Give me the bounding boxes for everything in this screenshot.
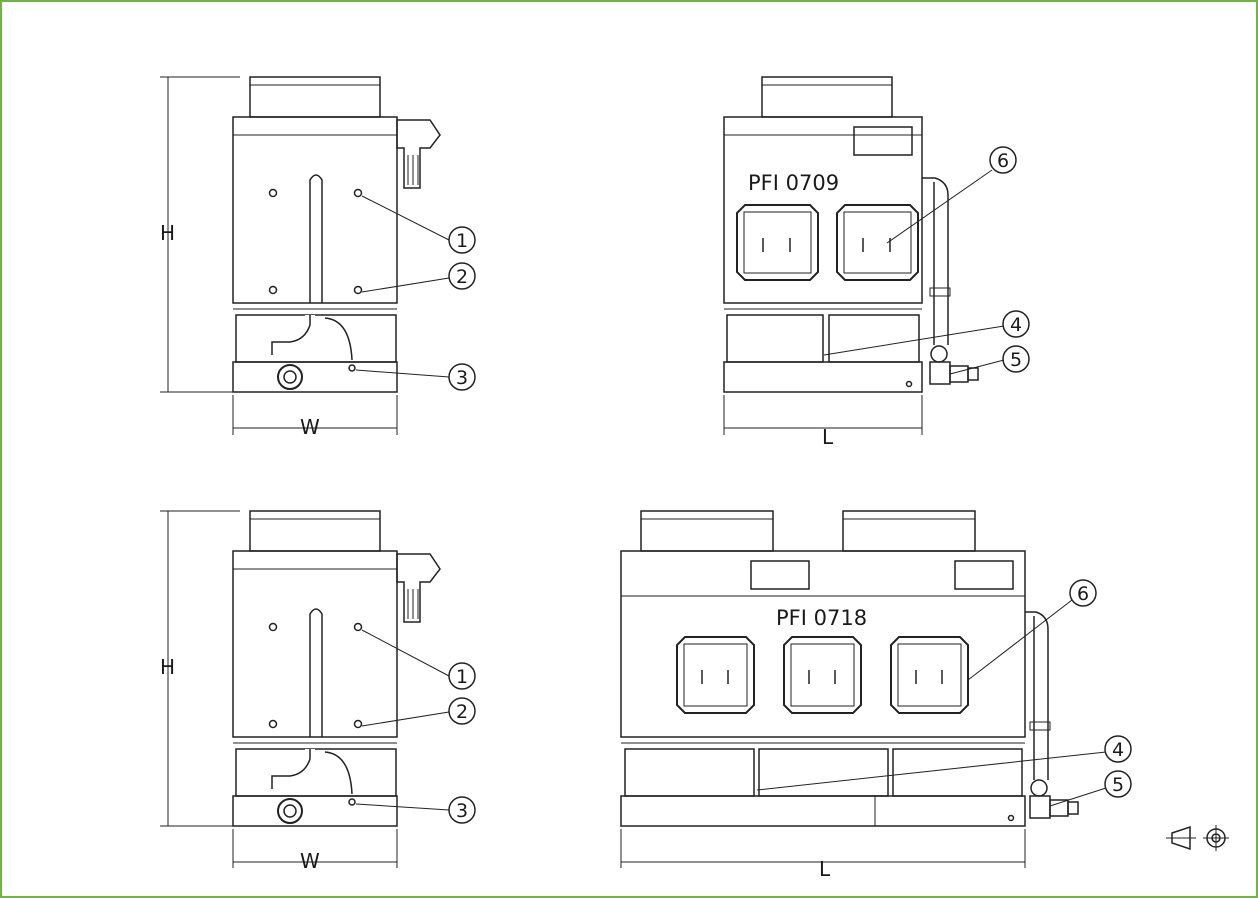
callout-5: 5: [1010, 349, 1022, 371]
hole: [353, 188, 363, 198]
pump-circle: [277, 364, 303, 390]
hole: [353, 285, 363, 295]
height-label: H: [160, 221, 175, 245]
hole: [268, 188, 278, 198]
model-label: PFI 0718: [776, 606, 867, 630]
hole: [268, 285, 278, 295]
length-label: L: [819, 857, 831, 881]
third-angle-projection-icon: [1166, 825, 1229, 851]
callout-3: 3: [456, 367, 468, 389]
side-view-top: H W 1 2 3: [160, 76, 476, 439]
front-view-pfi-0709: PFI 0709 L 6: [723, 76, 1030, 449]
callout-2: 2: [456, 266, 468, 288]
callout-6: 6: [1077, 583, 1089, 605]
width-label: W: [300, 415, 320, 439]
side-view-bottom: H W 1 2 3: [160, 510, 476, 873]
front-view-pfi-0718: PFI 0718 L: [620, 510, 1132, 881]
model-label: PFI 0709: [748, 171, 839, 195]
callout-6: 6: [997, 150, 1009, 172]
callout-4: 4: [1112, 739, 1124, 761]
callout-2: 2: [456, 701, 468, 723]
callout-4: 4: [1010, 314, 1022, 336]
width-label: W: [300, 849, 320, 873]
callout-3: 3: [456, 800, 468, 822]
callout-1: 1: [456, 666, 468, 688]
height-label: H: [160, 655, 175, 679]
callout-5: 5: [1112, 774, 1124, 796]
length-label: L: [822, 425, 834, 449]
callout-1: 1: [456, 230, 468, 252]
